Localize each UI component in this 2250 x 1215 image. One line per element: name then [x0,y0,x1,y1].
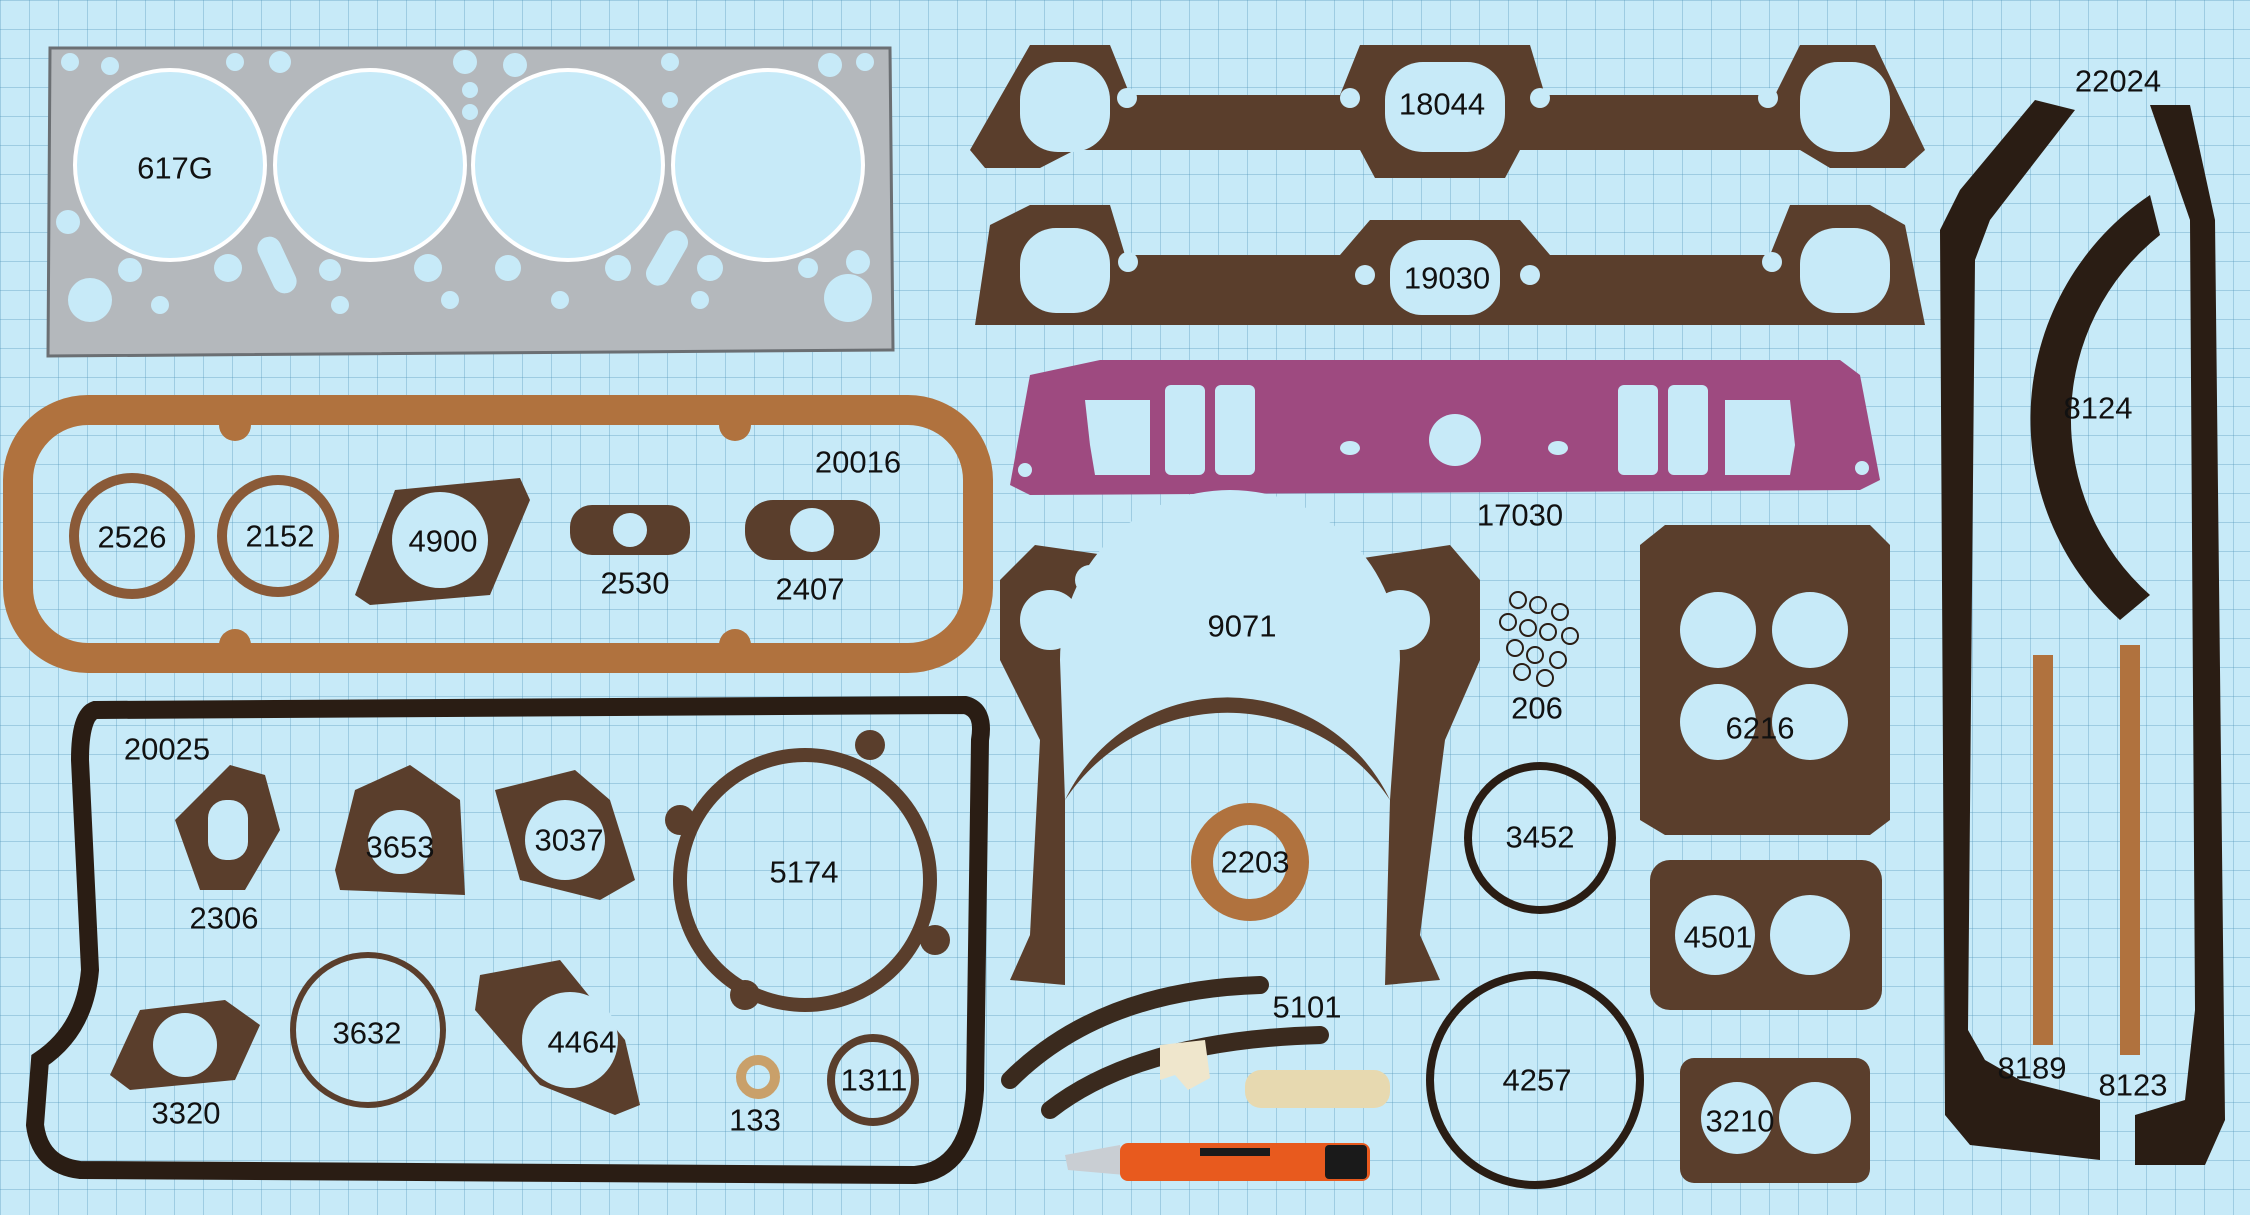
gasket-4464 [475,960,640,1115]
part-label-9071: 9071 [1207,608,1277,644]
part-label-8123: 8123 [2098,1067,2168,1103]
flange-gasket-4900 [355,478,530,605]
part-label-3037: 3037 [534,822,604,858]
part-label-20025: 20025 [123,731,211,767]
part-label-6216: 6216 [1725,710,1795,746]
head-gasket [46,46,895,358]
o-ring-3452 [1464,762,1616,914]
ring-gasket-1311 [827,1034,919,1126]
part-label-2530: 2530 [600,565,670,601]
gasket-3320 [110,1000,260,1090]
part-label-3653: 3653 [365,829,435,865]
part-label-2407: 2407 [775,571,845,607]
utility-knife [1065,1143,1370,1181]
felt-strip [1245,1070,1390,1108]
flange-gasket-2530 [570,505,690,555]
part-label-4900: 4900 [408,523,478,559]
flange-gasket-2407 [745,500,880,560]
oil-pan-gasket [25,695,990,1185]
gasket-3037 [495,770,635,900]
water-pump-gasket-5174 [665,730,950,1012]
oil-pan-rail-right [2135,105,2225,1165]
ring-gasket-3632 [290,952,446,1108]
o-ring-4257 [1426,971,1644,1189]
part-label-206: 206 [1511,690,1563,726]
part-label-5174: 5174 [769,854,839,890]
ring-gasket-2526 [69,473,195,599]
part-label-19030: 19030 [1403,260,1491,296]
carb-gasket-4501 [1650,860,1882,1010]
part-label-4464: 4464 [547,1024,617,1060]
timing-cover-gasket [1000,490,1480,985]
cork-seal-2203 [1191,803,1309,921]
part-label-17030: 17030 [1476,497,1564,533]
part-label-617g: 617G [137,150,213,186]
gasket-3653 [335,765,465,895]
part-label-8189: 8189 [1997,1050,2067,1086]
part-label-8124: 8124 [2063,390,2133,426]
fuel-pump-gasket-2306 [175,765,280,890]
oil-pan-seal-8124 [2030,195,2160,620]
part-label-5101: 5101 [1272,989,1342,1025]
part-label-3210: 3210 [1705,1103,1775,1139]
part-label-3452: 3452 [1505,819,1575,855]
part-label-2152: 2152 [245,518,315,554]
part-label-22024: 22024 [2074,63,2162,99]
exhaust-gasket-bottom [975,205,1925,325]
part-label-2203: 2203 [1220,844,1290,880]
part-label-18044: 18044 [1398,86,1486,122]
carb-gasket-3210 [1680,1058,1870,1183]
part-label-4257: 4257 [1502,1062,1572,1098]
intake-gasket [1010,360,1880,495]
carb-gasket-6216 [1640,525,1890,835]
ring-gasket-2152 [217,475,339,597]
part-label-2306: 2306 [189,900,259,936]
part-label-2526: 2526 [97,519,167,555]
cork-strip-8123 [2120,645,2140,1055]
valve-cover-gasket [3,395,993,673]
part-label-133: 133 [729,1102,781,1138]
exhaust-gasket-top [970,45,1925,178]
washer-133 [736,1055,780,1099]
o-rings-206 [1499,591,1579,687]
oil-pan-rail-left [1940,100,2100,1160]
cork-strip-8189 [2033,655,2053,1045]
clip-piece [1160,1040,1210,1090]
part-label-3320: 3320 [151,1095,221,1131]
part-label-20016: 20016 [814,444,902,480]
part-label-4501: 4501 [1683,919,1753,955]
part-label-3632: 3632 [332,1015,402,1051]
part-label-1311: 1311 [840,1062,908,1098]
